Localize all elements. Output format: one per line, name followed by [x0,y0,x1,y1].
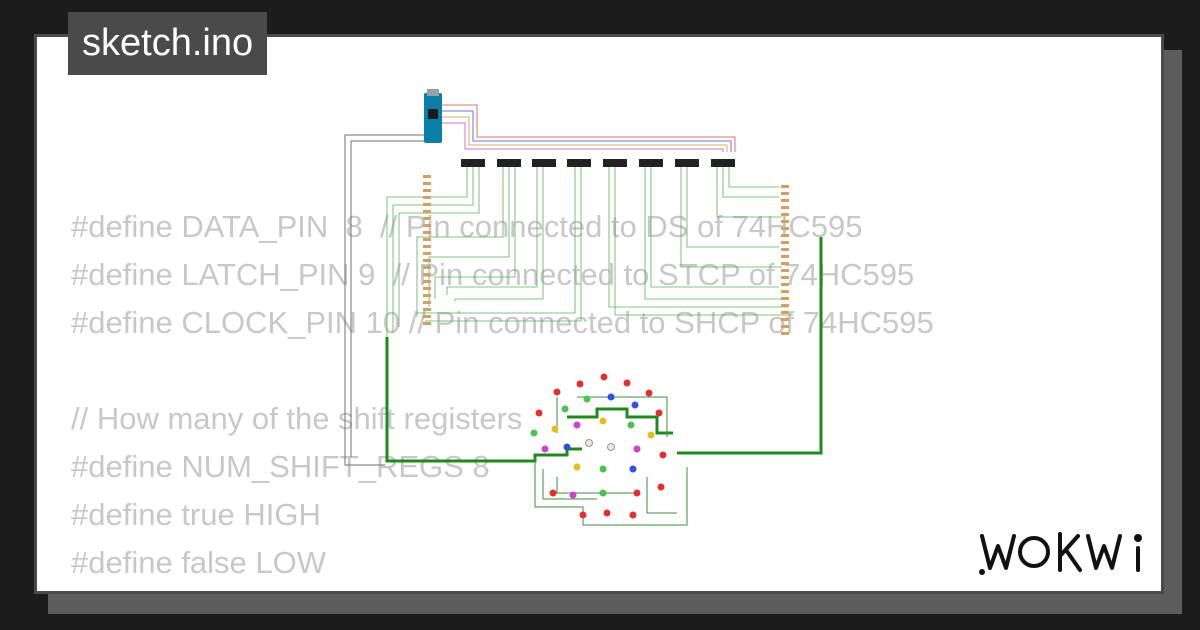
wokwi-logo [979,532,1142,575]
circuit-diagram [344,89,823,526]
code-line: #define LATCH_PIN 9 // Pin connected to … [71,257,915,292]
sketch-title-badge: sketch.ino [68,12,268,75]
led-icon [530,373,667,519]
code-line: #define CLOCK_PIN 10 // Pin connected to… [71,305,934,340]
arduino-nano-icon [424,89,442,143]
code-line: #define NUM_SHIFT_REGS 8 [71,449,490,484]
code-snippet: #define DATA_PIN 8 // Pin connected to D… [71,203,934,587]
code-line: #define true HIGH [71,497,321,532]
project-card[interactable]: #define DATA_PIN 8 // Pin connected to D… [34,34,1164,594]
code-line: // How many of the shift registers [71,401,523,436]
resistor-array [423,175,789,335]
shift-register-chip-icon [461,159,735,167]
code-line: #define false LOW [71,545,327,580]
